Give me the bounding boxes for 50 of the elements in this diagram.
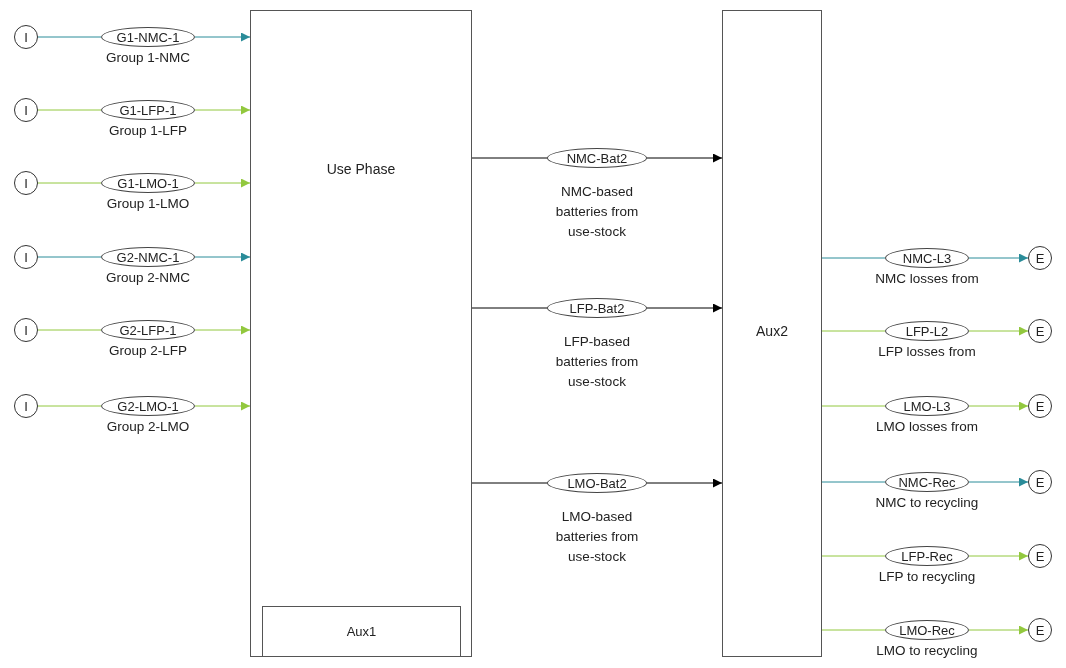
flow-ellipse: NMC-Bat2 xyxy=(547,148,647,168)
node-caption: LMO-based batteries from use-stock xyxy=(554,508,640,566)
flow-ellipse: G1-LMO-1 xyxy=(101,173,195,193)
flow-ellipse: NMC-L3 xyxy=(885,248,969,268)
flow-arrow xyxy=(194,401,251,411)
flow-ellipse: LMO-L3 xyxy=(885,396,969,416)
node-caption: LFP losses from xyxy=(877,344,977,361)
flow-ellipse: G1-NMC-1 xyxy=(101,27,195,47)
flow-arrow xyxy=(968,477,1029,487)
flow-arrow xyxy=(646,153,723,163)
flow-ellipse: G2-LFP-1 xyxy=(101,320,195,340)
node-caption: LFP-based batteries from use-stock xyxy=(554,333,640,391)
flow-arrow xyxy=(968,326,1029,336)
node-caption: LMO to recycling xyxy=(875,643,979,660)
node-label: Aux2 xyxy=(756,323,788,341)
flow-arrow xyxy=(646,478,723,488)
process-box xyxy=(722,10,822,657)
flow-arrow xyxy=(968,551,1029,561)
sub-process-box: Aux1 xyxy=(262,606,461,657)
flow-arrow xyxy=(194,178,251,188)
flow-arrow xyxy=(194,325,251,335)
flow-arrow xyxy=(194,32,251,42)
node-caption: LMO losses from xyxy=(875,419,979,436)
flow-ellipse: G2-LMO-1 xyxy=(101,396,195,416)
node-caption: Group 2-NMC xyxy=(105,270,191,287)
node-caption: Group 1-LMO xyxy=(105,196,191,213)
node-label: Use Phase xyxy=(326,161,396,179)
flow-ellipse: G1-LFP-1 xyxy=(101,100,195,120)
flow-arrow xyxy=(194,105,251,115)
flow-ellipse: NMC-Rec xyxy=(885,472,969,492)
flow-ellipse: LFP-Rec xyxy=(885,546,969,566)
node-caption: Group 2-LMO xyxy=(105,419,191,436)
flow-arrow xyxy=(968,401,1029,411)
node-caption: NMC to recycling xyxy=(874,495,980,512)
flow-arrow xyxy=(968,625,1029,635)
flow-arrow xyxy=(968,253,1029,263)
flow-arrow xyxy=(646,303,723,313)
flow-arrow xyxy=(194,252,251,262)
flow-ellipse: LFP-L2 xyxy=(885,321,969,341)
node-caption: Group 2-LFP xyxy=(107,343,188,360)
node-caption: Group 1-NMC xyxy=(105,50,191,67)
node-caption: Group 1-LFP xyxy=(107,123,188,140)
flow-ellipse: G2-NMC-1 xyxy=(101,247,195,267)
flow-ellipse: LMO-Rec xyxy=(885,620,969,640)
node-caption: NMC losses from xyxy=(874,271,980,288)
flow-ellipse: LFP-Bat2 xyxy=(547,298,647,318)
node-caption: NMC-based batteries from use-stock xyxy=(554,183,640,241)
node-caption: LFP to recycling xyxy=(877,569,977,586)
process-box xyxy=(250,10,472,657)
flow-ellipse: LMO-Bat2 xyxy=(547,473,647,493)
